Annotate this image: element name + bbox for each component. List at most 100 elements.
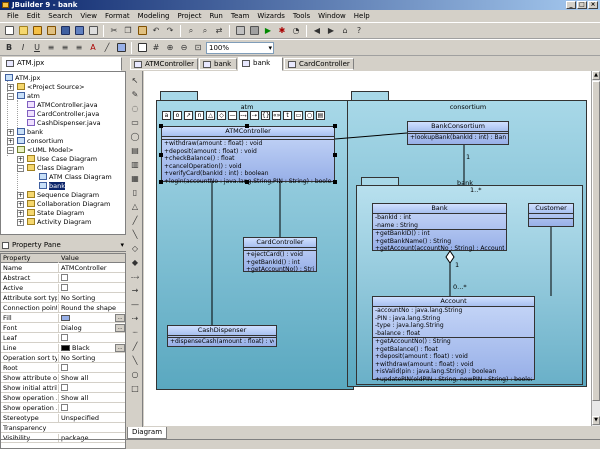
object-tool-icon[interactable]: ▥ (131, 160, 139, 169)
show-initial-checkbox[interactable] (61, 384, 68, 391)
menu-help[interactable]: Help (353, 12, 370, 20)
zoom-fit-icon[interactable]: ⊡ (194, 43, 202, 52)
redo-icon[interactable]: ↷ (166, 26, 174, 35)
collapse-icon[interactable]: − (17, 165, 24, 172)
operation[interactable]: +getBalance() : float (375, 345, 438, 353)
class-account[interactable]: Account -accountNo : java.lang.String -P… (372, 296, 535, 383)
tree-item[interactable]: +<Project Source> (7, 83, 85, 92)
ellipsis-button[interactable]: ... (115, 324, 125, 332)
operation[interactable]: +withdraw(amount : float) : void (375, 360, 474, 368)
tree-item[interactable]: +bank (7, 128, 43, 137)
class-customer[interactable]: Customer (528, 203, 574, 227)
add-association-icon[interactable]: — (228, 111, 237, 120)
tree-item[interactable]: CashDispenser.java (27, 119, 101, 128)
menu-file[interactable]: File (7, 12, 19, 20)
add-attribute-icon[interactable]: a (162, 111, 171, 120)
tree-item[interactable]: +Use Case Diagram (17, 155, 97, 164)
note-link-tool-icon[interactable]: ┈ (132, 328, 138, 337)
property-value[interactable]: Black... (58, 344, 125, 353)
property-value[interactable]: Dialog... (58, 324, 125, 333)
add-note-icon[interactable]: n (195, 111, 204, 120)
root-checkbox[interactable] (61, 364, 68, 371)
add-operation-icon[interactable]: o (173, 111, 182, 120)
operation[interactable]: +isValid(pin : java.lang.String) : boole… (375, 368, 497, 375)
scroll-down-icon[interactable]: ▼ (592, 416, 600, 425)
property-value[interactable]: ... (58, 314, 125, 323)
tree-item[interactable]: +State Diagram (17, 209, 84, 218)
reopen-icon[interactable] (45, 25, 57, 37)
expand-icon[interactable]: + (17, 219, 24, 226)
home-icon[interactable]: ⌂ (342, 26, 348, 35)
add-tagged-icon[interactable]: t (283, 111, 292, 120)
close-button[interactable]: × (588, 1, 598, 9)
scroll-thumb[interactable] (592, 81, 600, 401)
pointer-icon[interactable]: ↖ (131, 76, 139, 85)
align-right-icon[interactable]: ≡ (75, 43, 83, 52)
add-dependency-icon[interactable]: ⤏ (239, 111, 248, 120)
line-tool-icon[interactable]: ╲ (132, 356, 138, 365)
ellipsis-button[interactable]: ... (115, 314, 125, 322)
expand-icon[interactable]: + (17, 210, 24, 217)
add-link-icon[interactable]: ↗ (184, 111, 193, 120)
link-tool-icon[interactable]: — (131, 300, 139, 309)
property-value[interactable]: Unspecified (58, 414, 125, 423)
find-icon[interactable]: ⌕ (188, 25, 194, 35)
generalization-tool-icon[interactable]: △ (131, 202, 139, 211)
tree-item-selected[interactable]: bank (39, 182, 65, 191)
attribute[interactable]: -accountNo : java.lang.String (375, 307, 463, 314)
open-folder-icon[interactable] (31, 25, 43, 37)
property-value[interactable]: Show all (58, 374, 125, 383)
menu-project[interactable]: Project (177, 12, 202, 20)
add-generalization-icon[interactable]: △ (206, 111, 215, 120)
menu-search[interactable]: Search (48, 12, 73, 20)
tree-item[interactable]: ATMController.java (27, 101, 98, 110)
zoom-combo[interactable]: 100% (206, 41, 274, 54)
operation[interactable]: +checkBalance() : float (164, 155, 235, 162)
layout-icon[interactable] (136, 42, 148, 54)
constraint-tool-icon[interactable]: ⇢ (131, 314, 139, 323)
selection-handle[interactable] (159, 124, 163, 128)
lasso-icon[interactable]: ◌ (131, 104, 139, 113)
line-color-icon[interactable]: ╱ (104, 43, 110, 52)
expand-icon[interactable]: + (17, 192, 24, 199)
tree-item[interactable]: +Collaboration Diagram (17, 200, 110, 209)
find-next-icon[interactable]: ⌕ (202, 25, 208, 35)
selection-handle[interactable] (333, 180, 337, 184)
operation[interactable]: +lookupBank(bankId : int) : Bank (410, 134, 506, 141)
attribute[interactable]: -bankId : int (375, 214, 412, 221)
attribute[interactable]: -balance : float (375, 329, 421, 337)
cut-icon[interactable]: ✂ (110, 26, 118, 35)
menu-modeling[interactable]: Modeling (137, 12, 170, 20)
class-cardcontroller[interactable]: CardController +ejectCard() : void +getB… (243, 237, 317, 273)
operation[interactable]: +ejectCard() : void (246, 251, 303, 258)
operation[interactable]: +verifyCard(bankId : int) : boolean (164, 170, 269, 177)
class-cashdispenser[interactable]: CashDispenser +dispenseCash(amount : flo… (167, 325, 277, 347)
grid-icon[interactable]: # (152, 43, 160, 52)
add-object-icon[interactable]: ▤ (316, 111, 325, 120)
menu-tools[interactable]: Tools (292, 12, 311, 20)
scroll-up-icon[interactable]: ▲ (592, 71, 600, 80)
tab-cardcontroller[interactable]: CardController (284, 58, 354, 70)
tree-item[interactable]: CardController.java (27, 110, 99, 119)
expand-icon[interactable]: + (17, 156, 24, 163)
expand-icon[interactable]: + (7, 84, 14, 91)
ellipse-tool-icon[interactable]: ○ (131, 370, 139, 379)
operation[interactable]: +dispenseCash(amount : float) : void (170, 338, 274, 345)
operation[interactable]: +deposit(amount : float) : void (164, 147, 257, 155)
new-project-icon[interactable] (17, 25, 29, 37)
pen-icon[interactable]: ✎ (131, 90, 139, 99)
tree-item[interactable]: −atm (7, 92, 40, 101)
tree-item[interactable]: −Class Diagram (17, 164, 84, 173)
class-bank[interactable]: Bank -bankId : int -name : String +getBa… (372, 203, 507, 252)
property-value[interactable]: Show all (58, 394, 125, 403)
save-all-icon[interactable] (73, 25, 85, 37)
menu-team[interactable]: Team (230, 12, 250, 20)
tab-diagram[interactable]: Diagram (127, 427, 167, 439)
leaf-checkbox[interactable] (61, 334, 68, 341)
show-operation-checkbox[interactable] (61, 404, 68, 411)
optimize-icon[interactable]: ◔ (292, 26, 300, 35)
expand-icon[interactable]: + (17, 201, 24, 208)
